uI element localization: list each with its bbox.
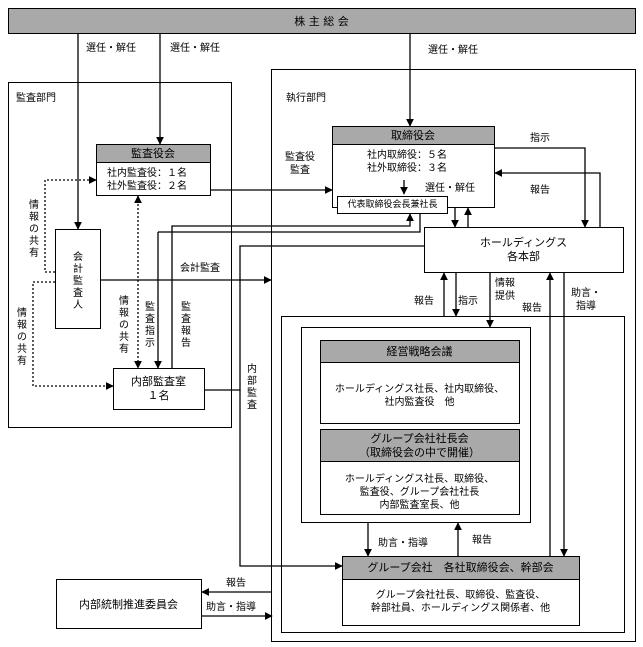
group-companies-line-2: 幹部社員、ホールディングス関係者、他	[370, 603, 551, 614]
report-c-label: 報告	[472, 535, 492, 546]
audit-instruct-label: 監査指示	[145, 302, 155, 349]
elect-label-2: 選任・解任	[170, 43, 220, 54]
execution-department-label: 執行部門	[286, 93, 326, 104]
presidents-meeting-subtitle: （取締役会の中で開催）	[359, 445, 480, 459]
internal-audit-office-line-1: 内部監査室	[131, 375, 186, 388]
holdings-box: ホールディングス 各本部	[424, 227, 624, 273]
info-provide-label-1: 情報	[495, 278, 515, 289]
info-provide-label-2: 提供	[495, 291, 515, 302]
advice-d-label: 助言・指導	[206, 602, 256, 613]
elect-label-3: 選任・解任	[428, 45, 478, 56]
presidents-meeting-line-3: 内部監査室長、他	[379, 500, 460, 511]
strategy-meeting-header: 経営戦略会議	[319, 339, 520, 363]
board-of-auditors-line-1: 社内監査役：１名	[107, 168, 187, 179]
internal-audit-line	[205, 245, 424, 391]
info-share-accountant-auditors	[44, 176, 97, 273]
advice-c-label: 助言・指導	[378, 538, 428, 549]
presidents-meeting-header: グループ会社社長会 （取締役会の中で開催）	[319, 428, 520, 462]
strategy-meeting-box: 経営戦略会議 ホールディングス社長、社内取締役、 社内監査役 他	[319, 339, 520, 424]
president-box: 代表取締役会長兼社長	[337, 196, 448, 214]
board-elect-label: 選任・解任	[425, 183, 475, 194]
group-companies-line-1: グループ会社社長、取締役、監査役、	[375, 590, 546, 601]
presidents-meeting-title: グループ会社社長会	[370, 431, 469, 445]
info-share-accountant-internal	[32, 281, 114, 390]
report-d-label: 報告	[226, 578, 246, 589]
auditor-audit-label-2: 監査	[290, 165, 310, 176]
audit-instruct-line	[158, 214, 421, 233]
accountant-label: 会計監査人	[73, 252, 83, 311]
info-share-label-3: 情報の共有	[119, 296, 129, 355]
strategy-meeting-line-2: 社内監査役 他	[384, 397, 455, 408]
instruct-label: 指示	[530, 133, 550, 144]
internal-audit-office-box: 内部監査室 １名	[113, 368, 205, 410]
report-label: 報告	[530, 185, 550, 196]
audit-report-label: 監査報告	[181, 302, 191, 349]
internal-audit-down	[239, 390, 343, 570]
holdings-line-2: 各本部	[507, 250, 540, 263]
presidents-meeting-box: グループ会社社長会 （取締役会の中で開催） ホールディングス社長、取締役、 監査…	[319, 428, 520, 515]
report-b-label: 報告	[522, 303, 542, 314]
holdings-line-1: ホールディングス	[479, 236, 568, 249]
board-of-auditors-header: 監査役会	[95, 143, 211, 163]
board-of-directors-line-2: 社外取締役：３名	[367, 163, 447, 174]
committee-label: 内部統制推進委員会	[79, 598, 178, 611]
president-label: 代表取締役会長兼社長	[347, 200, 438, 210]
shareholders-box: 株 主 総 会	[8, 8, 636, 34]
audit-report-line	[171, 213, 414, 368]
group-companies-header: グループ会社 各社取締役会、幹部会	[341, 555, 580, 580]
internal-audit-office-line-2: １名	[147, 389, 170, 402]
board-of-auditors-line-2: 社外監査役：２名	[107, 181, 187, 192]
strategy-meeting-line-1: ホールディングス社長、社内取締役、	[334, 384, 505, 395]
shareholders-label: 株 主 総 会	[294, 15, 349, 28]
group-companies-box: グループ会社 各社取締役会、幹部会 グループ会社社長、取締役、監査役、 幹部社員…	[341, 555, 580, 626]
report-line	[494, 169, 601, 227]
audit-department-label: 監査部門	[16, 93, 56, 104]
internal-audit-label: 内部監査	[247, 364, 257, 411]
report-a-label: 報告	[414, 296, 434, 307]
presidents-meeting-line-1: ホールディングス社長、取締役、	[344, 474, 495, 485]
accounting-audit-label: 会計監査	[180, 263, 220, 274]
instruct-line	[495, 147, 589, 228]
info-share-label-1: 情報の共有	[29, 200, 39, 259]
advice-label-1: 助言・	[571, 288, 601, 299]
info-share-label-2: 情報の共有	[17, 308, 27, 367]
elect-label-1: 選任・解任	[86, 43, 136, 54]
instruct-a-label: 指示	[458, 296, 478, 307]
board-of-directors-line-1: 社内取締役：５名	[367, 150, 447, 161]
presidents-meeting-line-2: 監査役、グループ会社社長	[359, 487, 480, 498]
auditor-audit-label-1: 監査役	[285, 152, 315, 163]
accountant-box: 会計監査人	[55, 229, 101, 329]
committee-box: 内部統制推進委員会	[56, 579, 202, 629]
board-of-auditors-box: 監査役会 社内監査役：１名 社外監査役：２名	[95, 143, 211, 196]
advice-label-2: 指導	[576, 301, 596, 312]
